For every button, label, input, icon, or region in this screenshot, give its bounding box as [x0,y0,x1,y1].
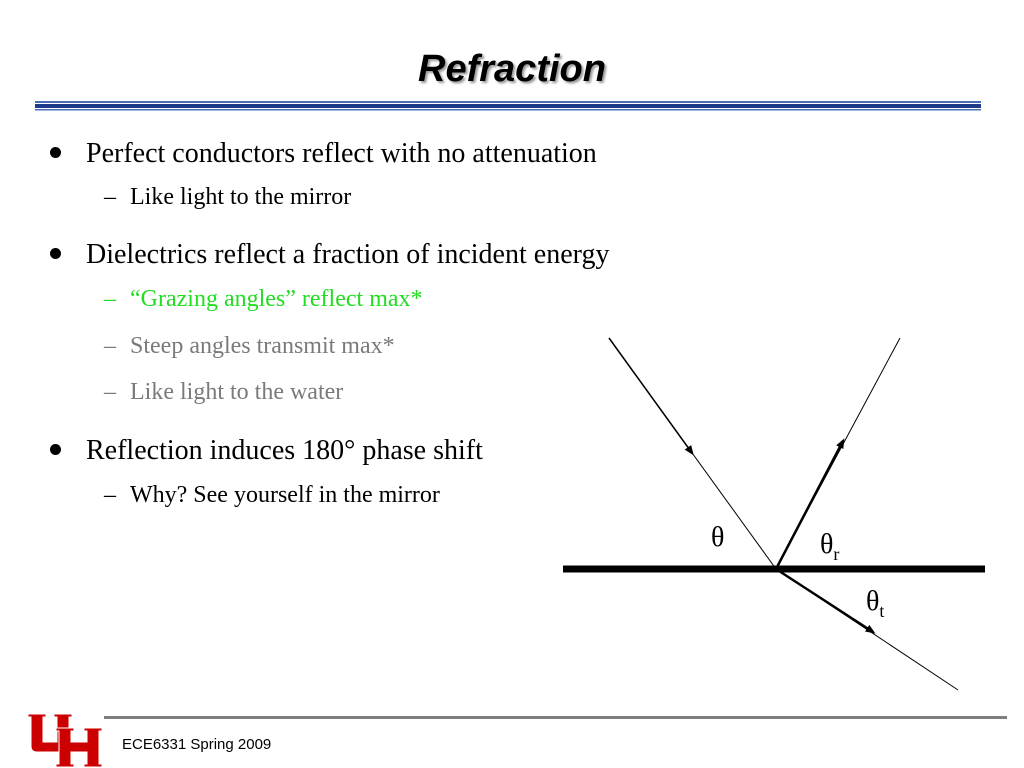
sub-bullet-item: – Like light to the mirror [104,184,351,211]
footer-course-label: ECE6331 Spring 2009 [122,736,272,753]
sub-bullet-text: Why? See yourself in the mirror [130,482,440,508]
bullet-item: Dielectrics reflect a fraction of incide… [50,239,609,271]
bullet-item: Reflection induces 180° phase shift [50,435,483,467]
reflected-angle-label: θr [820,529,839,564]
sub-bullet-text: Like light to the water [130,379,344,405]
dash-icon: – [104,379,116,405]
dash-icon: – [104,184,116,210]
title-underline [35,101,981,111]
bullet-item: Perfect conductors reflect with no atten… [50,138,597,170]
transmitted-arrow [775,567,876,634]
sub-bullet-text: Like light to the mirror [130,184,352,210]
dash-icon: – [104,482,116,508]
incident-arrow [608,337,694,456]
bullet-dot-icon [50,444,61,455]
sub-bullet-item: – “Grazing angles” reflect max* [104,286,423,313]
reflected-arrow [774,438,845,570]
slide-title: Refraction [418,48,606,90]
bullet-dot-icon [50,147,61,158]
sub-bullet-text: “Grazing angles” reflect max* [130,286,423,312]
sub-bullet-item: – Why? See yourself in the mirror [104,482,440,509]
sub-bullet-item: – Steep angles transmit max* [104,333,395,360]
dash-icon: – [104,286,116,312]
transmitted-angle-label: θt [866,586,884,621]
sub-bullet-item: – Like light to the water [104,379,343,406]
sub-bullet-text: Steep angles transmit max* [130,333,395,359]
incident-angle-label: θ [711,522,724,553]
bullet-text: Dielectrics reflect a fraction of incide… [86,239,610,270]
bullet-text: Perfect conductors reflect with no atten… [86,138,597,169]
bullet-text: Reflection induces 180° phase shift [86,435,483,466]
footer-divider [104,716,1007,719]
bullet-dot-icon [50,248,61,259]
university-logo [27,713,102,768]
dash-icon: – [104,333,116,359]
